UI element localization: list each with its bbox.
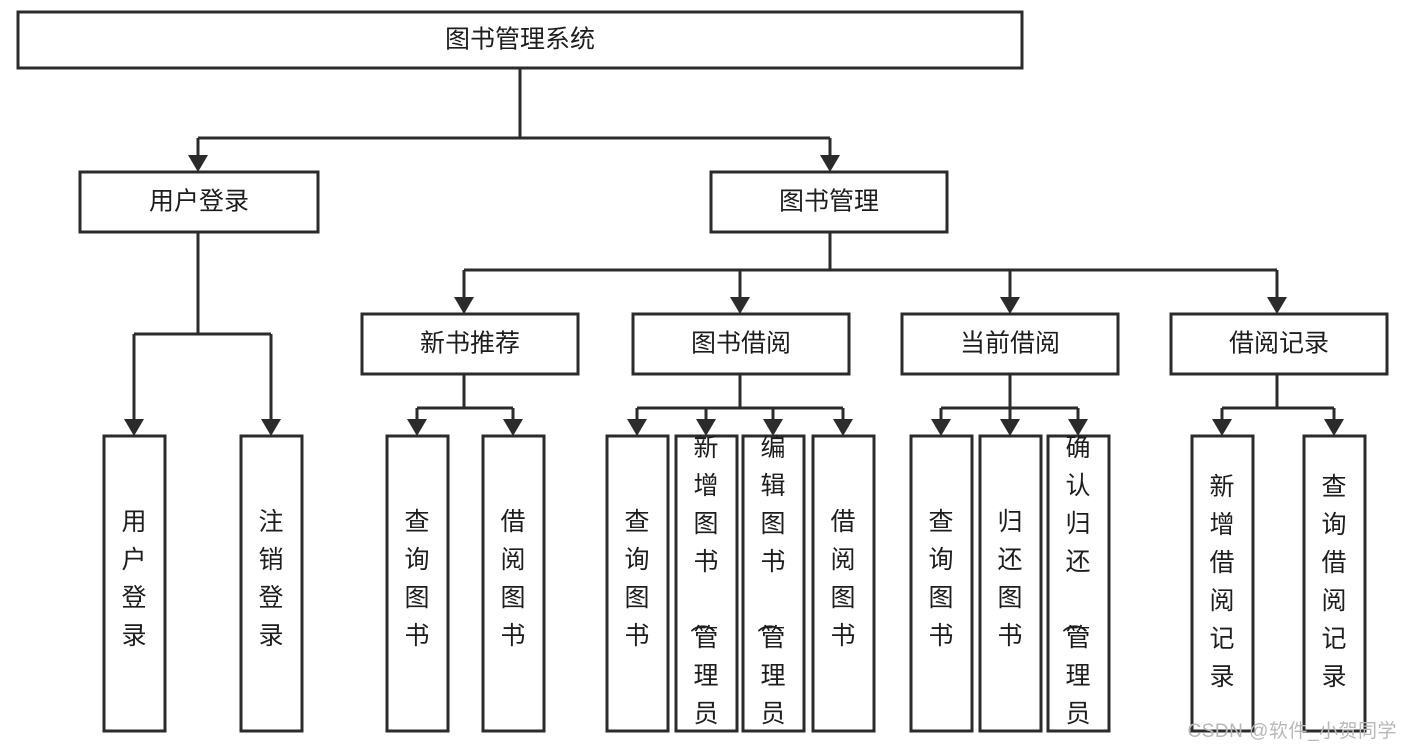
arrow-current-to-l10 [1000,419,1020,436]
node-leaf-add-book-admin-label: 新增图书（管理员） [687,434,718,747]
node-leaf-borrow-books-borrow-box[interactable] [811,434,876,733]
node-leaf-confirm-return-admin-label: 确认归还（管理员） [1059,434,1090,747]
node-root-label: 图书管理系统 [445,26,595,54]
node-leaf-add-borrow-record[interactable]: 新增借阅记录 [1190,434,1255,733]
node-leaf-query-books-borrow-label: 查询图书 [624,508,649,650]
arrow-book-mgmt-to-current [1000,297,1020,314]
arrow-user-login-to-l1 [124,419,144,436]
node-leaf-borrow-books-borrow-label: 借阅图书 [830,508,855,650]
node-user-login-label: 用户登录 [149,188,249,216]
arrow-borrow-to-l6 [696,419,716,436]
node-leaf-query-books-borrow-box[interactable] [605,434,670,733]
node-leaf-borrow-books-borrow[interactable]: 借阅图书 [811,434,876,733]
node-book-borrow-label: 图书借阅 [691,330,791,358]
node-new-book-recommend[interactable]: 新书推荐 [360,312,580,376]
node-book-management[interactable]: 图书管理 [709,170,949,234]
node-current-borrow[interactable]: 当前借阅 [900,312,1120,376]
node-leaf-query-books-current-box[interactable] [909,434,974,733]
node-root[interactable]: 图书管理系统 [16,10,1024,70]
node-book-management-label: 图书管理 [779,188,879,216]
node-leaf-query-books-rec[interactable]: 查询图书 [385,434,450,733]
node-leaf-return-books-box[interactable] [978,434,1043,733]
node-leaf-query-borrow-record-box[interactable] [1302,434,1367,733]
node-leaf-borrow-books-rec-label: 借阅图书 [500,508,525,650]
arrow-current-to-l9 [931,419,951,436]
node-leaf-edit-book-admin[interactable]: 编辑图书（管理员） [741,434,806,747]
node-leaf-logout-label: 注销登录 [258,508,283,650]
arrow-new-books-to-l4 [503,419,523,436]
node-leaf-query-books-rec-label: 查询图书 [404,508,429,650]
arrow-borrow-to-l8 [833,419,853,436]
node-borrow-records[interactable]: 借阅记录 [1169,312,1389,376]
node-book-borrow-box[interactable] [631,312,851,376]
node-root-box[interactable] [16,10,1024,70]
node-user-login-box[interactable] [78,170,320,234]
node-borrow-records-label: 借阅记录 [1229,330,1329,358]
node-leaf-add-borrow-record-box[interactable] [1190,434,1255,733]
arrow-root-to-user-login [188,155,208,172]
node-leaf-edit-book-admin-box[interactable] [741,434,806,733]
node-leaf-logout-box[interactable] [239,434,304,733]
node-new-book-recommend-label: 新书推荐 [420,330,520,358]
node-leaf-confirm-return-admin-box[interactable] [1046,434,1111,733]
arrow-new-books-to-l3 [407,419,427,436]
edge-group [124,68,1344,436]
node-current-borrow-label: 当前借阅 [960,330,1060,358]
node-leaf-borrow-books-rec[interactable]: 借阅图书 [481,434,546,733]
arrow-book-mgmt-to-borrow [730,297,750,314]
node-current-borrow-box[interactable] [900,312,1120,376]
node-book-management-box[interactable] [709,170,949,234]
node-leaf-return-books-label: 归还图书 [997,508,1022,650]
arrow-root-to-book-mgmt [820,155,840,172]
arrow-book-mgmt-to-records [1267,297,1287,314]
node-leaf-user-login-label: 用户登录 [121,508,146,650]
arrow-current-to-l11 [1068,419,1088,436]
node-leaf-query-books-current-label: 查询图书 [928,508,953,650]
arrow-borrow-to-l7 [763,419,783,436]
node-leaf-query-borrow-record[interactable]: 查询借阅记录 [1302,434,1367,733]
node-leaf-user-login[interactable]: 用户登录 [102,434,167,733]
node-leaf-edit-book-admin-label: 编辑图书（管理员） [754,434,785,747]
arrow-user-login-to-l2 [261,419,281,436]
node-leaf-query-books-current[interactable]: 查询图书 [909,434,974,733]
arrow-records-to-l13 [1324,419,1344,436]
arrow-borrow-to-l5 [627,419,647,436]
node-leaf-user-login-box[interactable] [102,434,167,733]
node-leaf-query-books-rec-box[interactable] [385,434,450,733]
node-leaf-add-book-admin[interactable]: 新增图书（管理员） [674,434,739,747]
node-borrow-records-box[interactable] [1169,312,1389,376]
arrow-records-to-l12 [1212,419,1232,436]
arrow-book-mgmt-to-new-books [454,297,474,314]
node-leaf-logout[interactable]: 注销登录 [239,434,304,733]
node-leaf-query-borrow-record-label: 查询借阅记录 [1321,473,1346,691]
csdn-watermark: CSDN @软件_小贺同学 [1187,721,1397,742]
node-new-book-recommend-box[interactable] [360,312,580,376]
node-leaf-add-borrow-record-label: 新增借阅记录 [1209,473,1234,691]
node-user-login[interactable]: 用户登录 [78,170,320,234]
node-leaf-query-books-borrow[interactable]: 查询图书 [605,434,670,733]
node-leaf-confirm-return-admin[interactable]: 确认归还（管理员） [1046,434,1111,747]
node-book-borrow[interactable]: 图书借阅 [631,312,851,376]
node-leaf-borrow-books-rec-box[interactable] [481,434,546,733]
node-leaf-add-book-admin-box[interactable] [674,434,739,733]
node-leaf-return-books[interactable]: 归还图书 [978,434,1043,733]
